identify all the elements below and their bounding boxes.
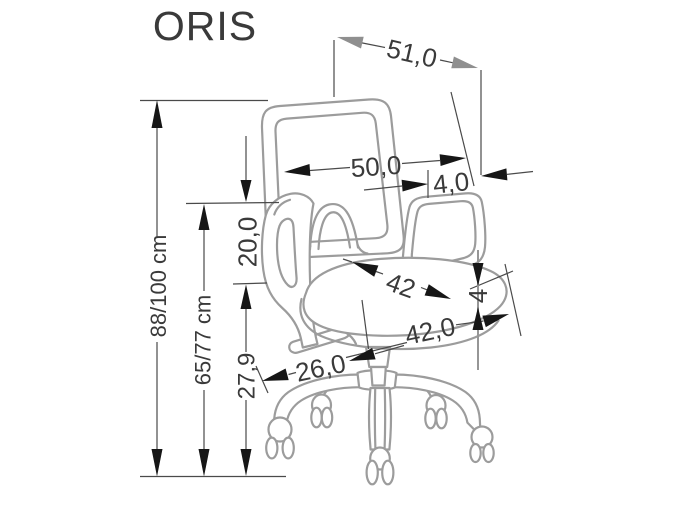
- caster-front-wheel-b: [381, 459, 395, 486]
- dim-420-line-a: [374, 344, 405, 355]
- arrow-50-right: [439, 154, 466, 166]
- arrow-overall-height-bottom: [151, 449, 163, 477]
- dim-42-tail: [342, 258, 353, 263]
- dim-40-tail-left: [363, 185, 403, 191]
- lumbar-support-flare-right: [356, 243, 369, 255]
- dim-26-line-b: [345, 341, 408, 359]
- dim-26-extension-vertical: [361, 299, 370, 350]
- arrow-420-left: [349, 347, 376, 361]
- arrow-40-left: [401, 179, 428, 192]
- caster-right-wheel-b: [482, 442, 495, 464]
- dim-51-leader-b: [439, 59, 453, 64]
- arrow-51-right: [451, 56, 478, 69]
- right-armrest-inner: [410, 199, 477, 268]
- arrow-279-up: [240, 284, 252, 309]
- dim-seat-height-label: 65/77 cm: [190, 295, 215, 386]
- dim-seat-thickness-label: 4: [463, 289, 493, 303]
- caster-right-wheel-a: [469, 442, 482, 464]
- arrow-seat-height-bottom: [198, 449, 210, 477]
- caster-right-body: [470, 425, 494, 449]
- dim-backrest-thickness-label: 4,0: [431, 166, 470, 200]
- caster-back-left-wheel-b: [320, 406, 334, 429]
- dimension-arrows: [151, 36, 509, 477]
- left-armrest-hole: [275, 217, 298, 288]
- arrow-40-right: [481, 168, 508, 181]
- ref-line-armrest: [185, 201, 280, 205]
- arrow-51-left: [337, 36, 364, 49]
- gas-lift-lower: [369, 365, 387, 387]
- arrow-50-left: [284, 164, 311, 176]
- lumbar-support-inner: [317, 211, 352, 251]
- dim-42-line-b: [420, 286, 428, 291]
- arrow-overall-height-top: [151, 100, 163, 128]
- base-leg-front: [367, 386, 393, 451]
- dim-26-line-a: [288, 371, 297, 376]
- arrow-seat-height-top: [198, 204, 210, 230]
- dimension-labels: ORIS 51,0 50,0 4,0 20,0 42 4 42,0 26,0 2…: [146, 3, 493, 400]
- dim-armrest-above-seat-label: 20,0: [232, 217, 262, 268]
- arrow-4-top: [472, 263, 484, 286]
- page-title: ORIS: [153, 3, 257, 49]
- dim-under-seat-height-label: 27,9: [234, 353, 261, 400]
- arrow-26-left: [262, 368, 289, 381]
- caster-back-left-wheel-a: [310, 406, 323, 429]
- dim-overall-height-label: 88/100 cm: [146, 235, 171, 338]
- caster-front-wheel-a: [365, 459, 379, 486]
- arrow-42-right: [424, 284, 451, 299]
- seat-front-edge: [299, 297, 500, 351]
- lumbar-support-outer: [308, 202, 360, 251]
- dim-50-line-a: [309, 166, 351, 172]
- arrow-279-bottom: [240, 449, 252, 476]
- arrow-42-left: [352, 262, 379, 277]
- dim-50-line-b: [401, 159, 441, 165]
- dim-50-extension-right: [450, 91, 475, 187]
- chair-illustration: [260, 98, 508, 486]
- caster-left-wheel-a: [265, 436, 279, 460]
- seat-cushion: [302, 256, 508, 337]
- dim-4-extension-diagonal: [504, 263, 522, 337]
- ref-line-seat: [232, 282, 268, 285]
- caster-left-wheel-b: [281, 436, 295, 460]
- arrow-20-down: [240, 180, 252, 202]
- left-armrest-pad-line: [273, 198, 292, 216]
- dim-42-line-a: [375, 270, 384, 275]
- caster-back-right-wheel-a: [424, 407, 437, 430]
- dim-26-oblique-tick: [255, 365, 269, 394]
- dim-backrest-width-label: 50,0: [350, 150, 403, 183]
- arrow-4-bottom: [472, 307, 484, 330]
- dim-40-tail-right: [506, 170, 534, 175]
- caster-left-body: [267, 416, 293, 443]
- caster-back-right-wheel-b: [435, 407, 448, 430]
- arrow-420-right: [482, 314, 509, 328]
- dim-51-leader-a: [359, 41, 386, 49]
- dim-overall-depth-label: 51,0: [384, 33, 440, 74]
